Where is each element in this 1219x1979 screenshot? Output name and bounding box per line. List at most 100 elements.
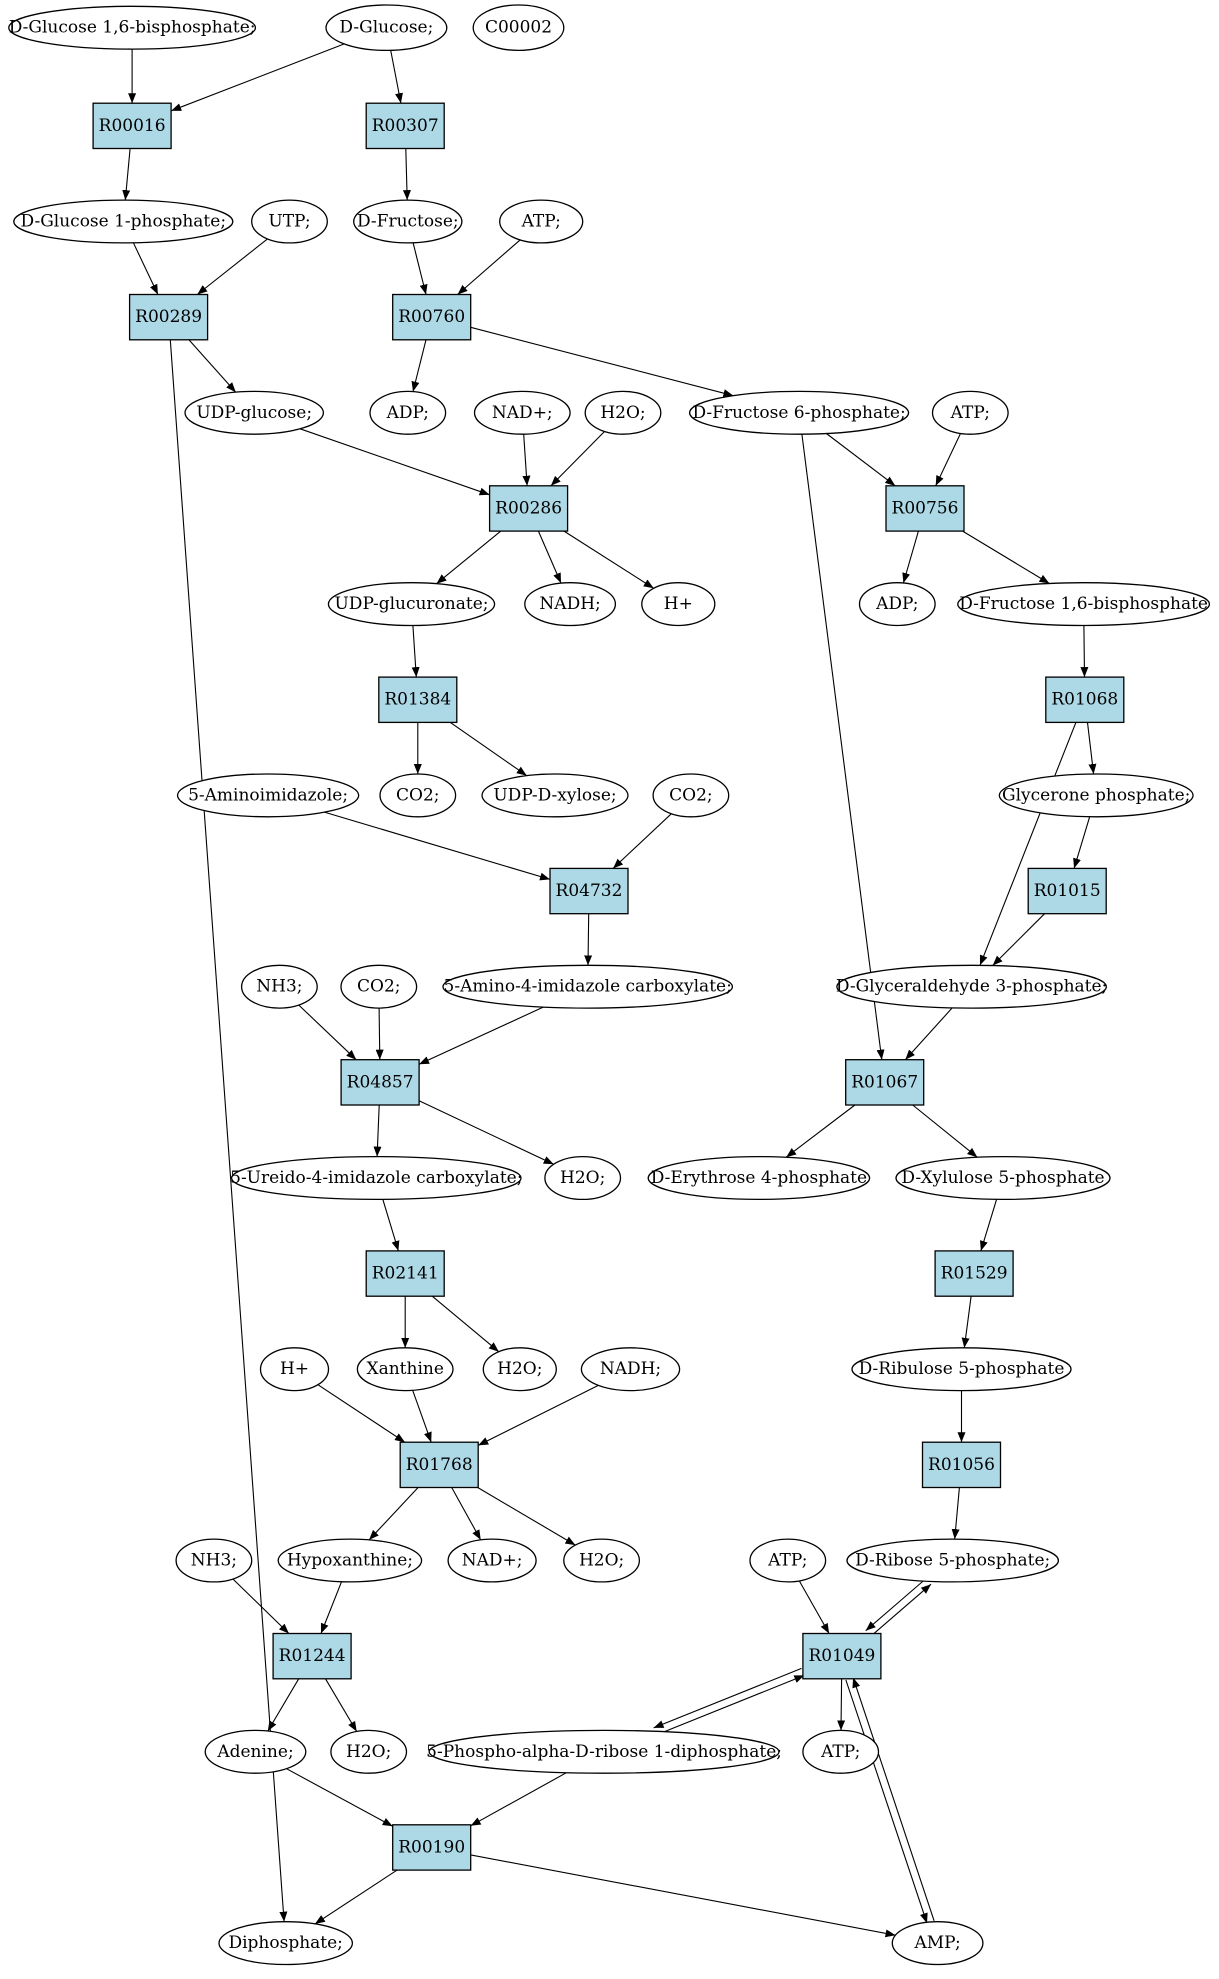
reaction-node-r6[interactable]: R00756 — [885, 485, 965, 532]
compound-node-c20[interactable]: CO2; — [379, 773, 457, 818]
reaction-label: R00016 — [99, 116, 166, 136]
edge-r15-to-c38 — [368, 1487, 419, 1541]
compound-node-c34[interactable]: H2O; — [482, 1347, 557, 1392]
compound-node-c3[interactable]: C00002 — [472, 4, 565, 52]
edge-c45-to-r18 — [656, 1674, 805, 1736]
compound-node-c19[interactable]: 5-Aminoimidazole; — [176, 773, 360, 818]
reaction-node-r4[interactable]: R00760 — [392, 293, 472, 341]
reaction-node-r14[interactable]: R01529 — [934, 1250, 1014, 1297]
compound-shape — [353, 199, 463, 244]
compound-shape — [836, 964, 1107, 1009]
reaction-node-r7[interactable]: R01384 — [378, 676, 458, 724]
compound-node-c10[interactable]: NAD+; — [473, 390, 571, 435]
reaction-shape — [378, 676, 458, 724]
edge-r13-to-c34 — [432, 1295, 500, 1353]
compound-node-c1[interactable]: D-Glucose 1,6-bisphosphate; — [8, 5, 257, 50]
compound-node-c48[interactable]: AMP; — [891, 1921, 984, 1966]
compound-node-c21[interactable]: UDP-D-xylose; — [481, 773, 629, 818]
compound-node-c12[interactable]: D-Fructose 6-phosphate; — [688, 390, 910, 435]
compound-label: H2O; — [346, 1742, 391, 1762]
reaction-shape — [934, 1250, 1014, 1297]
compound-node-c22[interactable]: CO2; — [652, 773, 730, 818]
reaction-node-r5[interactable]: R00286 — [488, 485, 569, 532]
reaction-shape — [399, 1441, 479, 1489]
compound-node-c27[interactable]: D-Glyceraldehyde 3-phosphate; — [836, 964, 1107, 1009]
reaction-node-r9[interactable]: R01015 — [1027, 867, 1107, 915]
compound-node-c44[interactable]: H2O; — [330, 1729, 408, 1774]
reaction-shape — [340, 1059, 420, 1106]
compound-node-c47[interactable]: Diphosphate; — [218, 1921, 354, 1966]
compound-node-c13[interactable]: ATP; — [931, 390, 1009, 435]
reaction-node-r3[interactable]: R00289 — [128, 293, 209, 341]
compound-node-c24[interactable]: NH3; — [240, 964, 318, 1009]
edge-r5-to-c15 — [537, 530, 562, 584]
reaction-shape — [921, 1441, 1002, 1489]
compound-node-c38[interactable]: Hypoxanthine; — [277, 1538, 423, 1583]
compound-node-c36[interactable]: D-Ribulose 5-phosphate — [851, 1347, 1072, 1392]
compound-node-c2[interactable]: D-Glucose; — [325, 4, 448, 52]
compound-node-c29[interactable]: H2O; — [544, 1155, 622, 1201]
compound-node-c45[interactable]: 5-Phospho-alpha-D-ribose 1-diphosphate; — [426, 1729, 782, 1774]
reaction-node-r12[interactable]: R01067 — [845, 1059, 925, 1106]
reaction-node-r2[interactable]: R00307 — [365, 102, 445, 150]
reaction-node-r11[interactable]: R04857 — [340, 1059, 420, 1106]
edge-r12-to-c31 — [912, 1104, 978, 1158]
compound-node-c7[interactable]: ATP; — [499, 199, 584, 244]
reaction-node-r17[interactable]: R01244 — [272, 1632, 352, 1680]
compound-node-c30[interactable]: D-Erythrose 4-phosphate — [647, 1155, 871, 1201]
reaction-node-r18[interactable]: R01049 — [802, 1632, 882, 1680]
edge-c33-to-r15 — [412, 1390, 432, 1443]
edge-r18-to-c42 — [870, 1583, 932, 1637]
compound-node-c5[interactable]: UTP; — [251, 199, 328, 244]
compound-node-c26[interactable]: 5-Amino-4-imidazole carboxylate; — [442, 964, 734, 1009]
compound-shape — [447, 1538, 537, 1583]
edge-c25-to-r11 — [375, 1008, 384, 1060]
compound-node-c39[interactable]: NAD+; — [447, 1538, 537, 1583]
compound-label: ADP; — [875, 594, 918, 614]
compound-node-c37[interactable]: NH3; — [175, 1538, 253, 1583]
compound-node-c35[interactable]: NADH; — [580, 1347, 681, 1392]
reaction-node-r19[interactable]: R00190 — [392, 1824, 472, 1871]
compound-node-c8[interactable]: UDP-glucose; — [184, 390, 325, 435]
edge-r18-to-c45 — [653, 1667, 802, 1729]
compound-label: NH3; — [256, 977, 302, 997]
compound-node-c4[interactable]: D-Glucose 1-phosphate; — [13, 199, 234, 244]
compound-shape — [327, 582, 496, 627]
compound-node-c28[interactable]: 5-Ureido-4-imidazole carboxylate; — [230, 1155, 522, 1201]
compound-node-c23[interactable]: Glycerone phosphate; — [998, 773, 1194, 818]
reaction-node-r8[interactable]: R01068 — [1045, 676, 1125, 724]
reaction-node-r15[interactable]: R01768 — [399, 1441, 479, 1489]
reaction-node-r1[interactable]: R00016 — [92, 102, 172, 150]
reaction-node-r10[interactable]: R04732 — [549, 867, 629, 915]
compound-node-c14[interactable]: UDP-glucuronate; — [327, 582, 496, 627]
compound-node-c18[interactable]: D-Fructose 1,6-bisphosphate — [957, 582, 1211, 627]
compound-node-c11[interactable]: H2O; — [584, 390, 662, 435]
edge-r8-to-c23 — [1086, 722, 1097, 775]
compound-node-c33[interactable]: Xanthine — [356, 1347, 454, 1392]
reaction-node-r16[interactable]: R01056 — [921, 1441, 1002, 1489]
compound-node-c32[interactable]: H+ — [259, 1347, 330, 1392]
compound-label: Xanthine — [366, 1359, 443, 1379]
reaction-node-r13[interactable]: R02141 — [365, 1250, 445, 1297]
compound-shape — [330, 1729, 408, 1774]
edge-r6-to-c17 — [902, 530, 919, 584]
compound-label: H2O; — [560, 1168, 605, 1188]
compound-node-c42[interactable]: D-Ribose 5-phosphate; — [846, 1538, 1060, 1583]
edge-c12-to-r12 — [801, 434, 885, 1060]
compound-label: NAD+; — [462, 1551, 523, 1571]
compound-label: D-Ribulose 5-phosphate — [859, 1359, 1065, 1379]
compound-node-c40[interactable]: H2O; — [563, 1538, 641, 1583]
compound-node-c46[interactable]: ATP; — [802, 1729, 880, 1774]
compound-node-c41[interactable]: ATP; — [749, 1538, 827, 1583]
compound-node-c16[interactable]: H+ — [641, 582, 716, 627]
compound-node-c6[interactable]: D-Fructose; — [353, 199, 463, 244]
compound-shape — [499, 199, 584, 244]
compound-node-c31[interactable]: D-Xylulose 5-phosphate — [895, 1155, 1111, 1201]
compound-node-c43[interactable]: Adenine; — [204, 1729, 307, 1774]
compound-node-c17[interactable]: ADP; — [858, 582, 936, 627]
compound-label: H2O; — [579, 1551, 624, 1571]
compound-node-c25[interactable]: CO2; — [340, 964, 418, 1009]
compound-node-c9[interactable]: ADP; — [369, 390, 447, 435]
compound-node-c15[interactable]: NADH; — [524, 582, 617, 627]
